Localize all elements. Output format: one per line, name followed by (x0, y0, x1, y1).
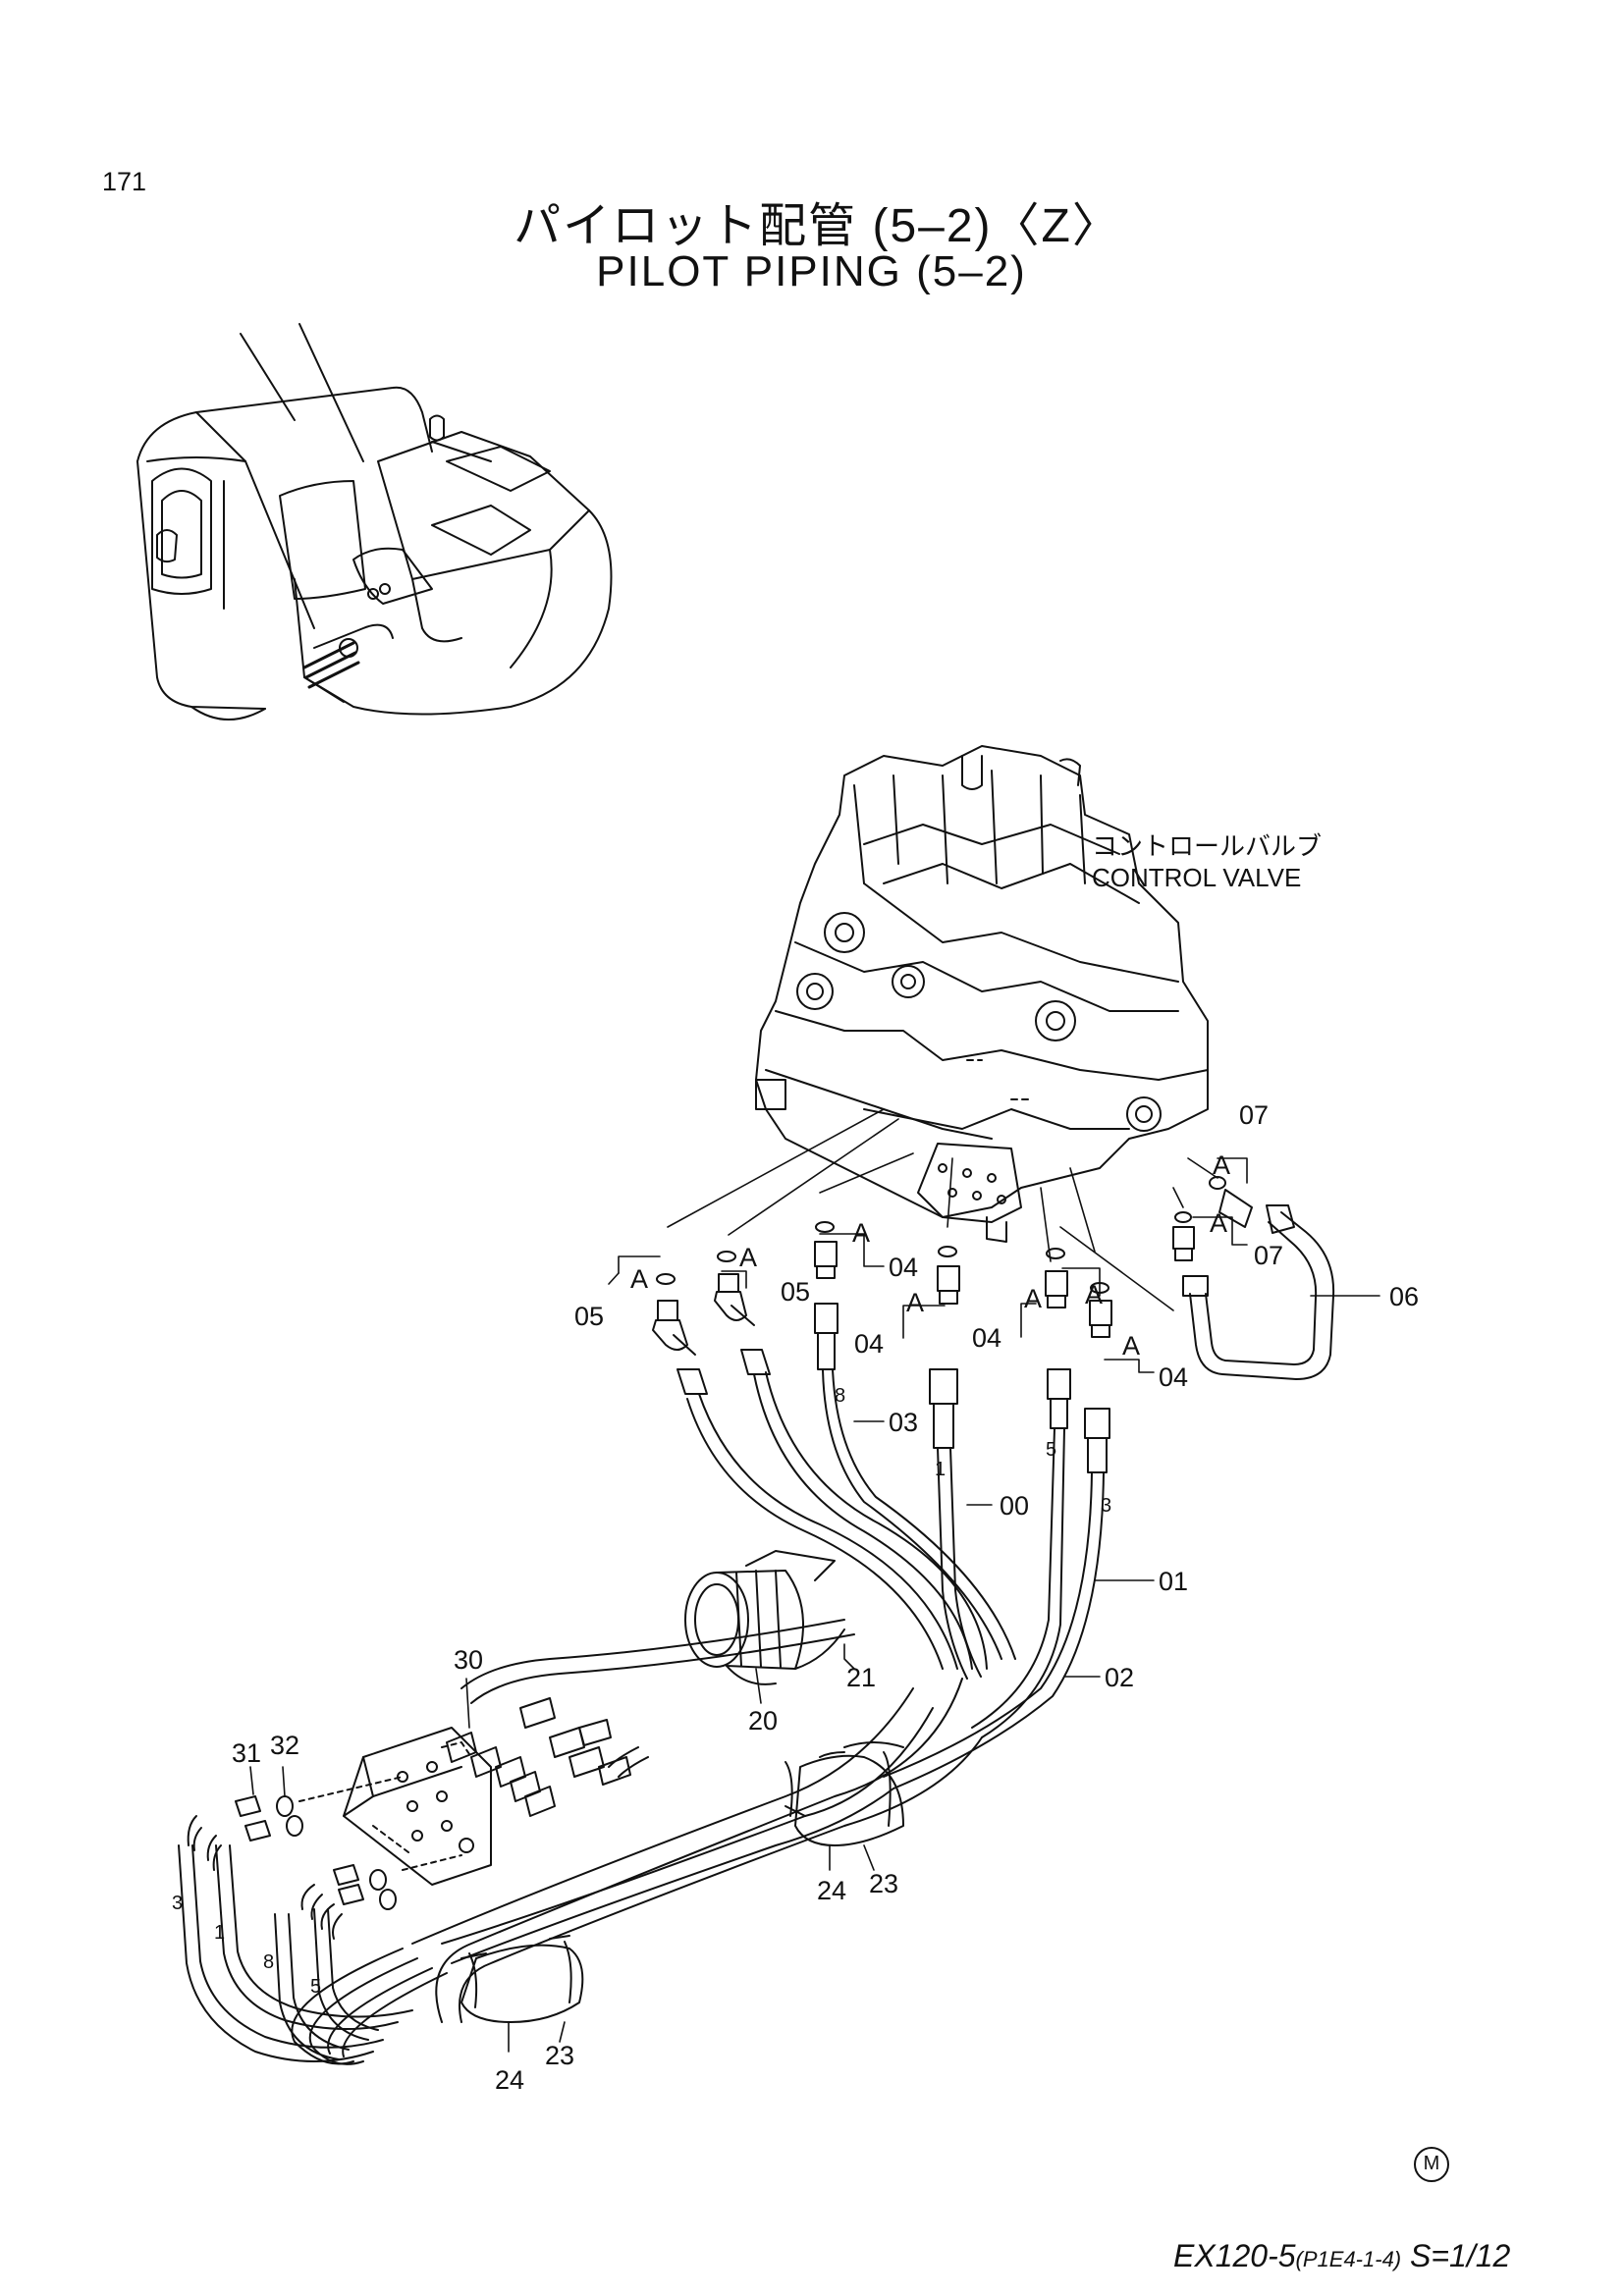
page-title-english: PILOT PIPING (5–2) (596, 247, 1027, 295)
callout-04: 04 (972, 1323, 1001, 1353)
callout-07: 07 (1239, 1100, 1269, 1130)
callout-04: 04 (854, 1329, 884, 1359)
hose-number-label: 1 (935, 1459, 946, 1480)
callout-05: 05 (574, 1302, 604, 1331)
callout-31: 31 (232, 1738, 261, 1768)
page-number: 171 (102, 167, 147, 196)
hose-number-label: 5 (310, 1976, 321, 1998)
callout-05: 05 (781, 1277, 810, 1307)
bracket-plate (343, 1727, 492, 1886)
hose-number-label: 3 (1101, 1495, 1111, 1517)
detail-mark-a: A (739, 1243, 757, 1272)
detail-mark-a: A (852, 1218, 870, 1248)
pilot-hoses (178, 1368, 1105, 2065)
callout-07: 07 (1254, 1241, 1283, 1270)
grommet (684, 1550, 845, 1685)
detail-mark-a: A (1085, 1280, 1103, 1309)
hose-number-label: 8 (263, 1951, 274, 1973)
drawing-scale: S=1/12 (1410, 2238, 1511, 2273)
catalog-reference: (P1E4-1-4) (1295, 2247, 1402, 2271)
callout-00: 00 (1000, 1491, 1029, 1521)
hose-clamps (460, 1741, 904, 2023)
hose-couplings (519, 1697, 631, 1786)
detail-mark-a: A (630, 1264, 648, 1294)
callout-20: 20 (748, 1706, 778, 1735)
callout-24: 24 (817, 1876, 846, 1905)
hose-number-label: 5 (1046, 1439, 1056, 1461)
callout-leaders (249, 1295, 1380, 2053)
model-reference: EX120-5(P1E4-1-4) S=1/12 (1173, 2238, 1510, 2274)
page-title-japanese: パイロット配管 (5–2)〈Z〉 (514, 200, 1121, 252)
hose-number-label: 3 (172, 1893, 183, 1914)
callout-21: 21 (846, 1663, 876, 1692)
callout-01: 01 (1159, 1567, 1188, 1596)
port-leader-lines (667, 1108, 1218, 1311)
callout-06: 06 (1389, 1282, 1419, 1311)
detail-mark-a: A (1213, 1150, 1230, 1180)
control-valve-label-english: CONTROL VALVE (1092, 863, 1301, 892)
detail-mark-a: A (1122, 1331, 1140, 1361)
callout-03: 03 (889, 1408, 918, 1437)
detail-mark-a: A (1024, 1284, 1042, 1313)
callout-32: 32 (270, 1731, 299, 1760)
excavator-overview-illustration (136, 323, 613, 721)
hose-number-label: 8 (835, 1385, 845, 1407)
model-code: EX120-5 (1173, 2238, 1296, 2273)
nuts-and-washers (187, 1776, 462, 1940)
union-fittings (446, 1732, 556, 1817)
detail-mark-a: A (906, 1288, 924, 1317)
manufacturer-mark: M (1414, 2147, 1449, 2182)
callout-23: 23 (869, 1869, 898, 1898)
adapter-fittings (652, 1176, 1335, 1473)
control-valve-illustration (755, 745, 1209, 1243)
callout-04: 04 (889, 1253, 918, 1282)
control-valve-label-japanese: コントロールバルブ (1092, 831, 1322, 861)
callout-04: 04 (1159, 1362, 1188, 1392)
callout-02: 02 (1105, 1663, 1134, 1692)
detail-a-brackets (608, 1157, 1248, 1373)
callout-24: 24 (495, 2065, 524, 2095)
hose-number-label: 1 (214, 1922, 225, 1944)
callout-30: 30 (454, 1645, 483, 1675)
detail-mark-a: A (1210, 1208, 1227, 1238)
callout-23: 23 (545, 2041, 574, 2070)
